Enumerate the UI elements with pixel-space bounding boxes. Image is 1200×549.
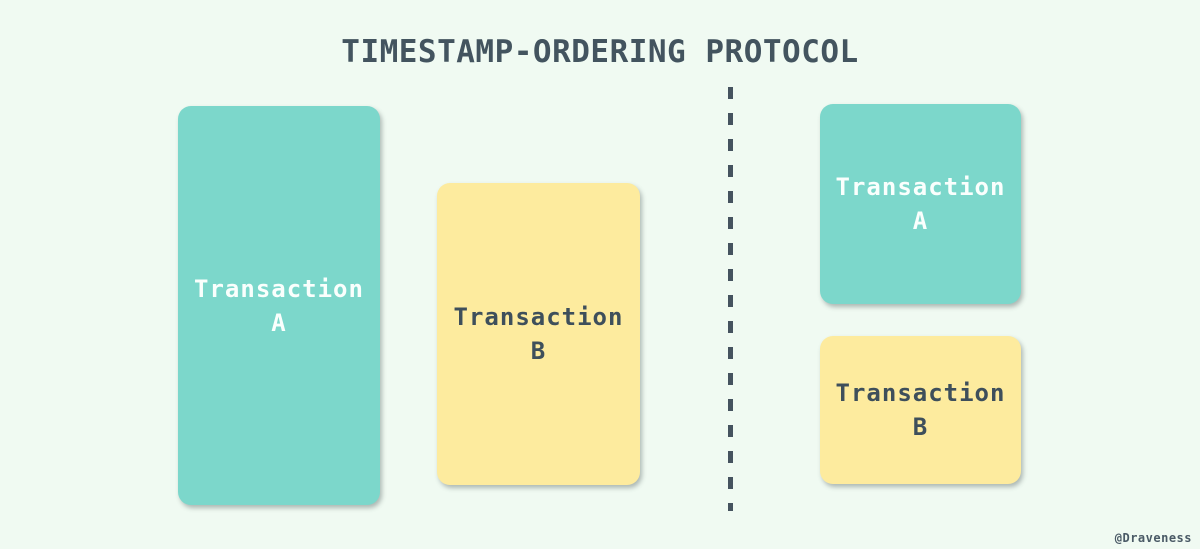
transaction-b-label-line2: B <box>530 337 547 365</box>
after-transaction-a-box: Transaction A <box>820 104 1021 304</box>
transaction-a-label-line2: A <box>912 207 929 235</box>
transaction-b-label-line2: B <box>912 413 929 441</box>
transaction-b-label-line1: Transaction <box>453 303 624 331</box>
before-transaction-a-box: Transaction A <box>178 106 380 505</box>
before-transaction-b-box: Transaction B <box>437 183 640 485</box>
diagram-title: TIMESTAMP-ORDERING PROTOCOL <box>341 34 859 70</box>
vertical-dashed-divider <box>728 87 733 511</box>
transaction-a-label-line1: Transaction <box>835 173 1006 201</box>
transaction-b-label-line1: Transaction <box>835 379 1006 407</box>
transaction-a-label-line2: A <box>271 308 287 337</box>
credit-watermark: @Draveness <box>1114 531 1192 545</box>
after-transaction-b-box: Transaction B <box>820 336 1021 484</box>
transaction-a-label-line1: Transaction <box>194 274 364 303</box>
